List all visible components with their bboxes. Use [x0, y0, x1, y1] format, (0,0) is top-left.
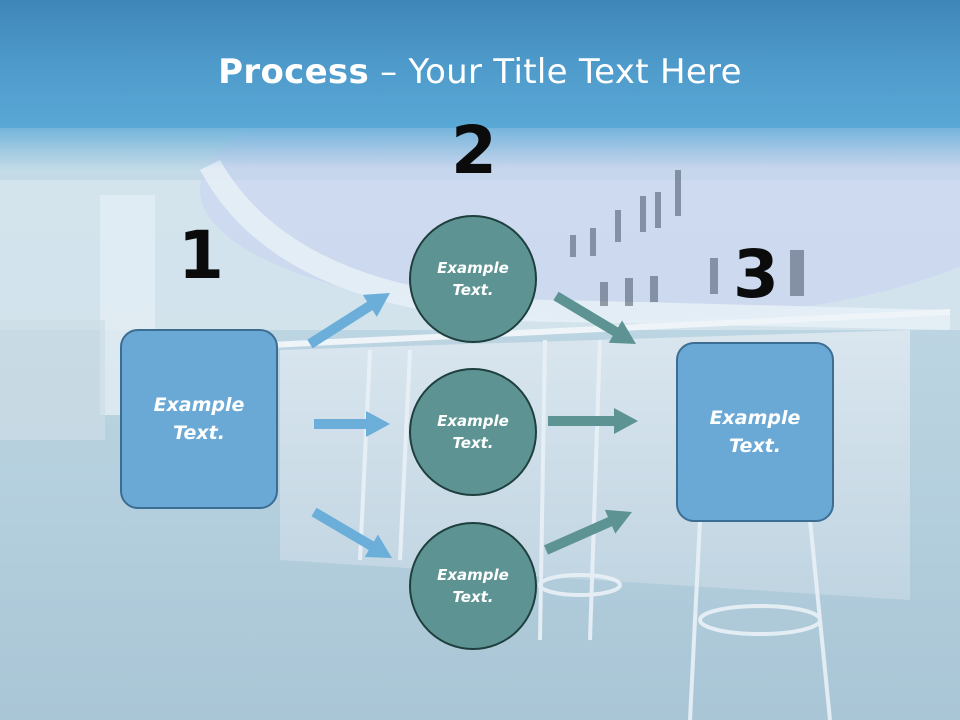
- circle-label: Example Text.: [437, 258, 509, 300]
- step-3-box: Example Text.: [676, 342, 834, 522]
- step-3-label: Example Text.: [709, 406, 801, 458]
- step-number-3: 3: [733, 236, 779, 313]
- title-bold: Process: [218, 52, 370, 92]
- step-2-circle-top: Example Text.: [409, 215, 537, 343]
- step-2-circle-middle: Example Text.: [409, 368, 537, 496]
- step-2-circle-bottom: Example Text.: [409, 522, 537, 650]
- circle-label: Example Text.: [437, 565, 509, 607]
- title-rest: – Your Title Text Here: [369, 52, 742, 92]
- step-number-2: 2: [451, 112, 497, 189]
- circle-label: Example Text.: [437, 411, 509, 453]
- header-fade: [0, 128, 960, 168]
- slide-title: Process – Your Title Text Here: [0, 52, 960, 92]
- header-bar: [0, 0, 960, 128]
- step-1-box: Example Text.: [120, 329, 278, 509]
- step-number-1: 1: [178, 217, 224, 294]
- step-1-label: Example Text.: [153, 393, 245, 445]
